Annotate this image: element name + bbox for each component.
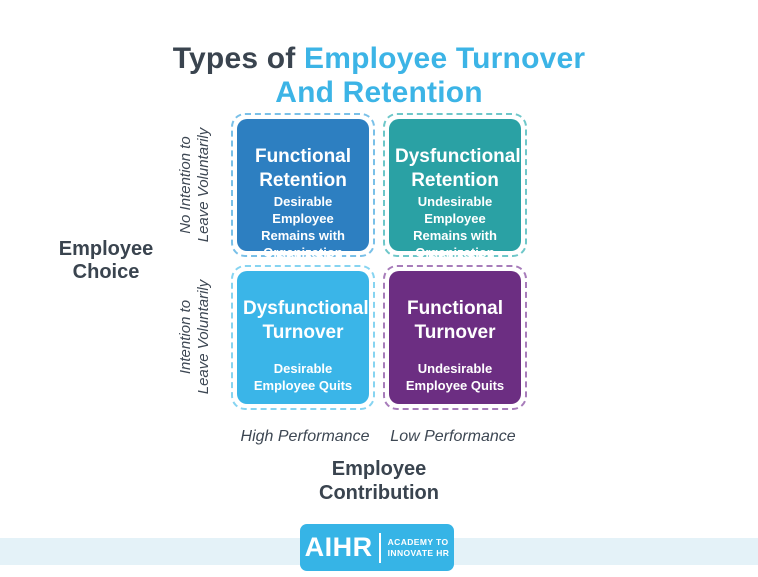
aihr-logo-tagline: ACADEMY TO INNOVATE HR bbox=[388, 537, 450, 559]
x-axis-title: Employee Contribution bbox=[231, 457, 527, 505]
quadrant-heading: Dysfunctional Retention bbox=[395, 146, 521, 191]
y-axis-title-line2: Choice bbox=[72, 261, 140, 283]
page-title: Types of Employee Turnover And Retention bbox=[0, 42, 758, 110]
y-axis-label-bottom-line2: Leave Voluntarily bbox=[195, 279, 212, 395]
y-axis-title: Employee Choice bbox=[36, 238, 176, 284]
y-axis-label-top-line2: Leave Voluntarily bbox=[195, 127, 212, 243]
aihr-tagline-line2: INNOVATE HR bbox=[387, 547, 450, 558]
quadrant-heading: Functional Retention bbox=[254, 146, 352, 191]
quadrant-description: Desirable Employee Remains with Organiza… bbox=[261, 194, 345, 260]
aihr-tagline-line1: ACADEMY TO bbox=[387, 536, 449, 547]
quadrant-description: Desirable Employee Quits bbox=[253, 361, 353, 393]
quadrant-functional-retention-box: Functional Retention Desirable Employee … bbox=[237, 119, 369, 260]
quadrant-grid: Functional Retention Desirable Employee … bbox=[231, 113, 527, 410]
title-blue-part-line1: Employee Turnover bbox=[304, 42, 586, 76]
x-axis-label-right: Low Performance bbox=[390, 428, 516, 445]
logo-divider bbox=[378, 532, 381, 563]
quadrant-functional-retention: Functional Retention Desirable Employee … bbox=[231, 113, 375, 260]
quadrant-description: Undesirable Employee Quits bbox=[405, 361, 505, 393]
aihr-logo: AIHR ACADEMY TO INNOVATE HR bbox=[300, 524, 454, 571]
x-axis-labels: High Performance Low Performance bbox=[231, 428, 527, 446]
quadrant-dysfunctional-retention-box: Dysfunctional Retention Undesirable Empl… bbox=[389, 119, 521, 260]
quadrant-dysfunctional-turnover: Dysfunctional Turnover Desirable Employe… bbox=[231, 265, 375, 410]
quadrant-functional-turnover: Functional Turnover Undesirable Employee… bbox=[383, 265, 527, 410]
y-axis-label-top: No Intention to Leave Voluntarily bbox=[175, 110, 215, 260]
quadrant-description: Undesirable Employee Remains with Organi… bbox=[413, 194, 497, 260]
y-axis-label-bottom-line1: Intention to bbox=[177, 299, 194, 375]
y-axis-label-top-text: No Intention to Leave Voluntarily bbox=[177, 128, 213, 243]
x-axis-label-left: High Performance bbox=[240, 428, 370, 445]
y-axis-label-top-line1: No Intention to bbox=[177, 136, 194, 234]
aihr-logo-wordmark: AIHR bbox=[304, 532, 373, 562]
y-axis-label-bottom: Intention to Leave Voluntarily bbox=[175, 262, 215, 412]
quadrant-heading: Dysfunctional Turnover bbox=[243, 298, 369, 343]
quadrant-dysfunctional-turnover-box: Dysfunctional Turnover Desirable Employe… bbox=[237, 271, 369, 404]
title-dark-part: Types of bbox=[172, 42, 304, 76]
quadrant-heading: Functional Turnover bbox=[406, 298, 504, 343]
y-axis-title-line1: Employee bbox=[58, 238, 154, 260]
quadrant-dysfunctional-retention: Dysfunctional Retention Undesirable Empl… bbox=[383, 113, 527, 260]
y-axis-label-bottom-text: Intention to Leave Voluntarily bbox=[177, 280, 213, 395]
x-axis-title-line1: Employee bbox=[331, 458, 427, 480]
x-axis-title-line2: Contribution bbox=[319, 482, 439, 504]
quadrant-functional-turnover-box: Functional Turnover Undesirable Employee… bbox=[389, 271, 521, 404]
title-blue-part-line2: And Retention bbox=[275, 76, 483, 110]
